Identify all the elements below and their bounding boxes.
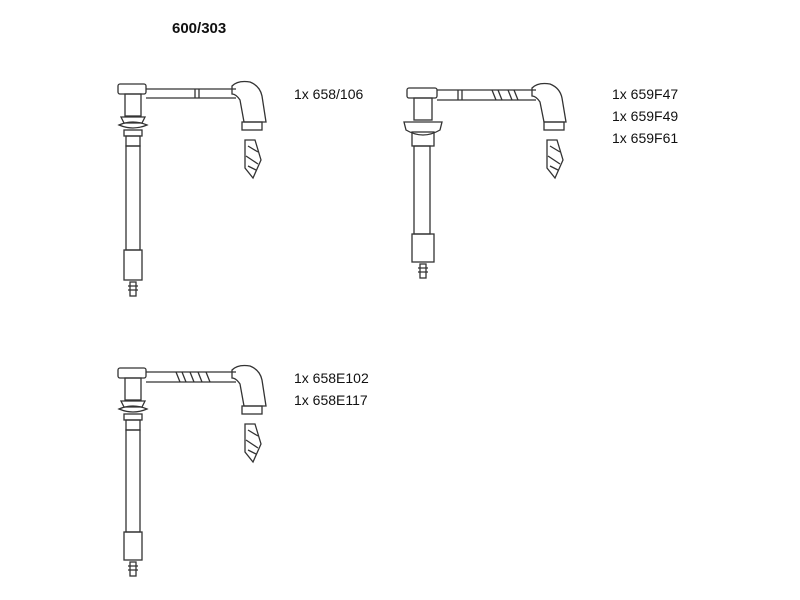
part-labels-group-1: 1x 658/106 — [294, 83, 363, 105]
part-number-title: 600/303 — [172, 20, 227, 37]
part-labels-group-2: 1x 659F47 1x 659F49 1x 659F61 — [612, 83, 678, 149]
spark-plug-boot-angled — [531, 82, 567, 180]
cable-lead — [146, 88, 236, 99]
spark-plug-boot-angled — [231, 80, 267, 180]
part-label: 1x 658E117 — [294, 392, 368, 408]
part-label: 1x 659F47 — [612, 86, 679, 102]
part-label: 1x 658/106 — [294, 86, 364, 102]
spark-plug-boot-straight — [117, 367, 149, 577]
spark-plug-boot-straight — [117, 83, 149, 297]
spark-plug-boot-angled — [231, 364, 267, 464]
part-label: 1x 659F49 — [612, 108, 679, 124]
part-label: 1x 659F61 — [612, 130, 679, 146]
cable-lead — [437, 89, 536, 101]
part-labels-group-3: 1x 658E102 1x 658E117 — [294, 367, 369, 411]
part-label: 1x 658E102 — [294, 370, 369, 386]
cable-lead — [146, 371, 236, 383]
spark-plug-boot-straight — [403, 87, 443, 279]
